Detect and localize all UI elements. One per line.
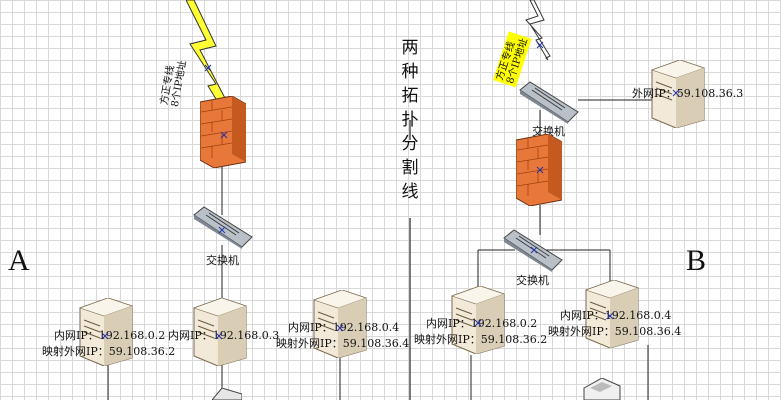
partial-device-icon [583, 378, 621, 400]
switch-label-a: 交换机 [206, 254, 239, 267]
server-a3-mapped-ip: 映射外网IP：59.108.36.4 [276, 337, 410, 350]
firewall-icon [516, 134, 562, 206]
server-icon [651, 60, 705, 128]
side-b-label: B [686, 244, 707, 277]
switch-label-b-lower: 交换机 [516, 274, 549, 287]
server-icon [193, 298, 247, 366]
server-a1-mapped-ip: 映射外网IP：59.108.36.2 [42, 345, 176, 358]
switch-icon [193, 206, 253, 249]
switch-label-b-top: 交换机 [532, 125, 565, 138]
server-a1-internal-ip: 内网IP：192.168.0.2 [54, 329, 166, 342]
server-b2-mapped-ip: 映射外网IP：59.108.36.4 [548, 325, 682, 338]
server-icon [451, 286, 505, 354]
divider-title: 两 种 拓 扑 分 割 线 [401, 38, 419, 202]
server-a3-internal-ip: 内网IP：192.168.0.4 [288, 321, 400, 334]
server-b1-mapped-ip: 映射外网IP：59.108.36.2 [414, 333, 548, 346]
firewall-icon [200, 96, 246, 168]
leased-line-lightning-icon [525, 0, 551, 60]
server-b3-external-ip: 外网IP：59.108.36.3 [632, 87, 744, 100]
switch-icon [519, 81, 579, 124]
server-b2-internal-ip: 内网IP：192.168.0.4 [560, 309, 672, 322]
switch-icon [503, 229, 563, 272]
server-icon [79, 298, 133, 366]
server-b1-internal-ip: 内网IP：192.168.0.2 [426, 317, 538, 330]
server-icon [313, 290, 367, 358]
side-a-label: A [8, 244, 30, 277]
server-a2-internal-ip: 内网IP：192.168.0.3 [168, 329, 280, 342]
partial-device-icon [212, 388, 242, 400]
